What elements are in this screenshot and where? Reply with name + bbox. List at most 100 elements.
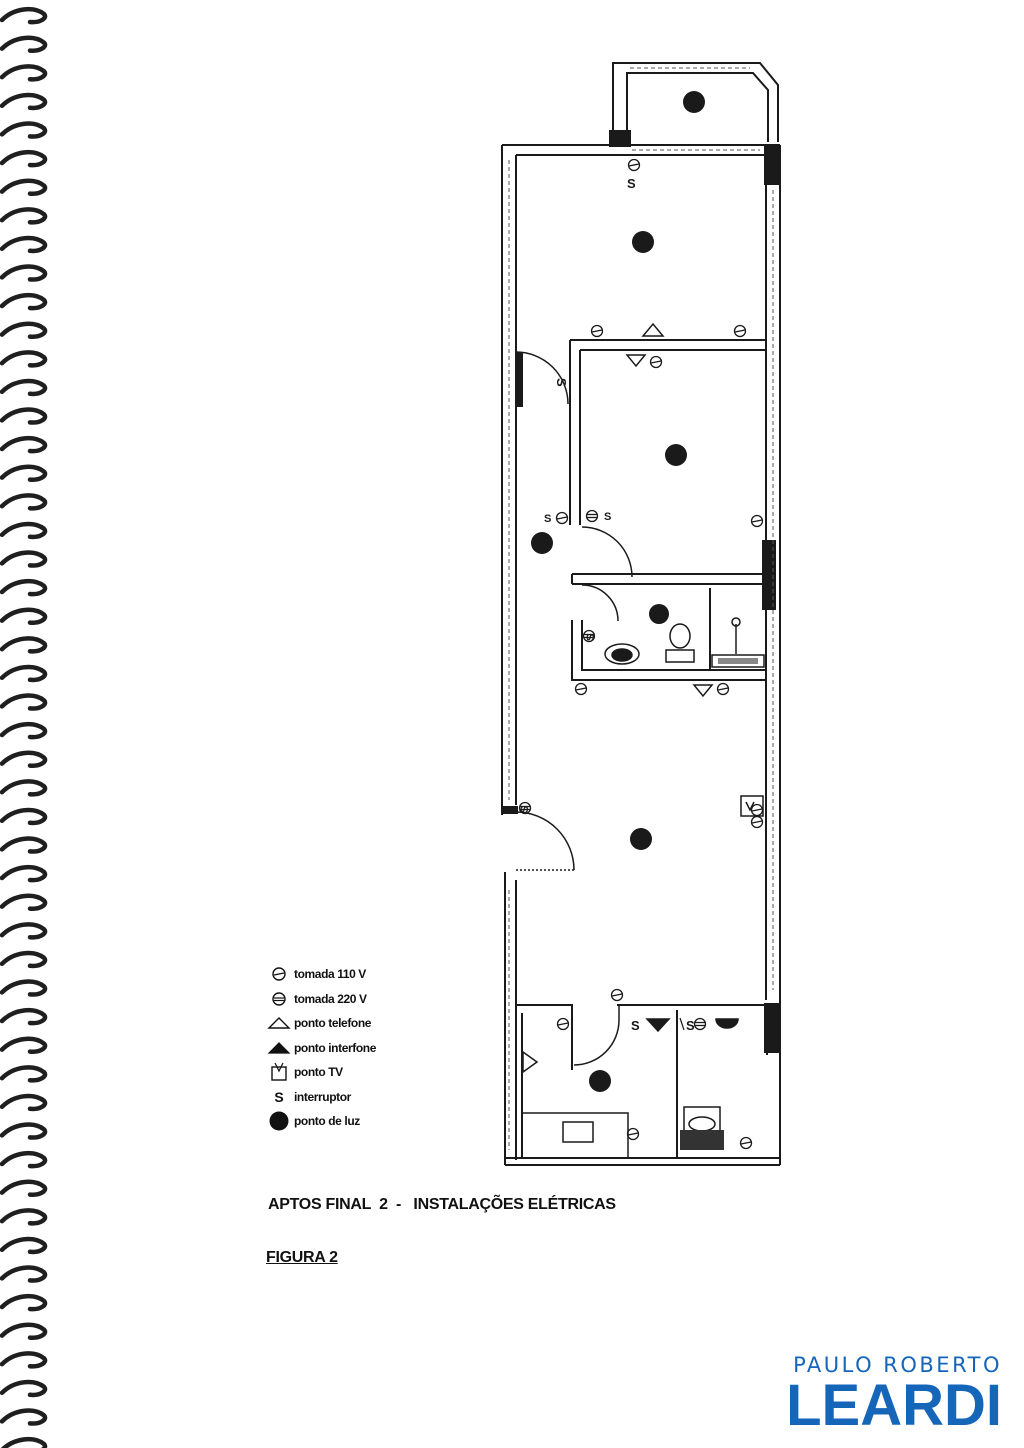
spiral-ring — [0, 435, 48, 454]
spiral-ring — [0, 807, 48, 826]
shower — [711, 654, 765, 668]
legend-label: interruptor — [294, 1089, 351, 1104]
spiral-ring — [0, 35, 48, 53]
bedroom-entry-door — [515, 351, 569, 405]
spiral-ring — [0, 407, 48, 425]
legend-label: tomada 220 V — [294, 991, 367, 1006]
outlet-110v — [590, 324, 604, 338]
figure-label: FIGURA 2 — [266, 1249, 338, 1266]
light-point-icon — [269, 1111, 289, 1131]
spiral-ring — [0, 92, 48, 111]
intercom-point — [645, 1018, 671, 1033]
spiral-ring — [0, 950, 48, 969]
switch: S — [686, 1018, 695, 1033]
outlet-110v — [750, 815, 764, 829]
kitchen-counter — [521, 1112, 629, 1159]
bedroom-door — [581, 526, 633, 578]
doors — [515, 351, 633, 1066]
bath-bottom-wall — [571, 620, 766, 681]
windows — [508, 67, 774, 1150]
spiral-ring — [0, 521, 48, 540]
spiral-ring — [0, 893, 48, 911]
intercom-point-icon — [267, 1041, 291, 1054]
phone-point-icon — [267, 1017, 291, 1029]
legend-label: tomada 110 V — [294, 967, 366, 982]
outlet-220v — [585, 509, 599, 523]
phone-point — [625, 354, 647, 368]
outlet-110v — [555, 511, 569, 525]
light-point — [531, 532, 553, 554]
spiral-ring — [0, 464, 48, 482]
spiral-ring — [0, 1150, 48, 1169]
legend-item: ponto de luz — [266, 1109, 376, 1134]
outlet-110v — [627, 158, 641, 172]
spiral-ring — [0, 178, 48, 196]
spiral-ring — [0, 693, 48, 711]
spiral-ring — [0, 750, 48, 768]
spiral-ring — [0, 1208, 48, 1226]
balcony-wall — [612, 62, 779, 142]
legend-item: tomada 220 V — [266, 987, 376, 1012]
balcony-wall-inner — [626, 72, 769, 142]
spiral-ring — [0, 1179, 48, 1197]
spiral-ring — [0, 607, 48, 625]
spiral-ring — [0, 578, 48, 597]
light-point — [665, 444, 687, 466]
kitchen-sink — [562, 1121, 594, 1143]
switch: S — [585, 634, 597, 641]
outlet-110v — [750, 514, 764, 528]
spiral-ring — [0, 493, 48, 511]
legend: tomada 110 V tomada 220 V ponto telefone… — [266, 962, 376, 1134]
toilet — [669, 623, 691, 649]
switch: S — [544, 513, 551, 525]
switch: S — [631, 1018, 640, 1033]
spiral-ring — [0, 1322, 48, 1340]
spiral-ring — [0, 1408, 48, 1426]
brand-logo: PAULO ROBERTO LEARDI — [786, 1352, 1002, 1435]
bath-door — [581, 584, 619, 622]
light-points — [531, 91, 705, 1092]
outlet-110v — [733, 324, 747, 338]
tv-point — [740, 795, 764, 817]
fixtures — [521, 617, 765, 1159]
phone-point — [692, 684, 714, 698]
switch: S — [604, 511, 611, 523]
outlet-110v-icon — [272, 967, 286, 981]
light-point — [632, 231, 654, 253]
spiral-ring — [0, 1007, 48, 1026]
spiral-ring — [0, 721, 48, 740]
legend-item: S interruptor — [266, 1085, 376, 1110]
light-point — [589, 1070, 611, 1092]
legend-label: ponto TV — [294, 1065, 343, 1080]
spiral-ring — [0, 864, 48, 883]
kitchen-door — [573, 1019, 620, 1066]
spiral-ring — [0, 292, 48, 311]
light-point — [649, 604, 669, 624]
light-point — [683, 91, 705, 113]
spiral-ring — [0, 235, 48, 254]
outlet-110v — [626, 1127, 640, 1141]
phone-point — [641, 322, 665, 337]
outlet-220v — [693, 1017, 707, 1031]
brand-name-line1: PAULO ROBERTO — [793, 1353, 1002, 1377]
spiral-ring — [0, 979, 48, 997]
tv-point-icon — [271, 1062, 287, 1081]
legend-item: tomada 110 V — [266, 962, 376, 987]
spiral-ring — [0, 6, 48, 25]
spiral-ring — [0, 1065, 48, 1083]
spiral-ring — [0, 1093, 48, 1112]
sink — [604, 643, 640, 665]
spiral-ring — [0, 1265, 48, 1283]
drawing-caption: APTOS FINAL 2 - INSTALAÇÕES ELÉTRICAS — [268, 1196, 616, 1213]
entry-door — [515, 811, 575, 871]
outlet-110v — [750, 803, 764, 817]
walls — [501, 62, 781, 1166]
spiral-ring — [0, 836, 48, 854]
legend-item: ponto TV — [266, 1060, 376, 1085]
bath-bottom-wall-inner — [581, 620, 766, 671]
kitchen-top-wall — [516, 1004, 573, 1070]
switch-icon: S — [274, 1088, 284, 1105]
outlets — [518, 158, 764, 1150]
legend-label: ponto telefone — [294, 1016, 372, 1031]
